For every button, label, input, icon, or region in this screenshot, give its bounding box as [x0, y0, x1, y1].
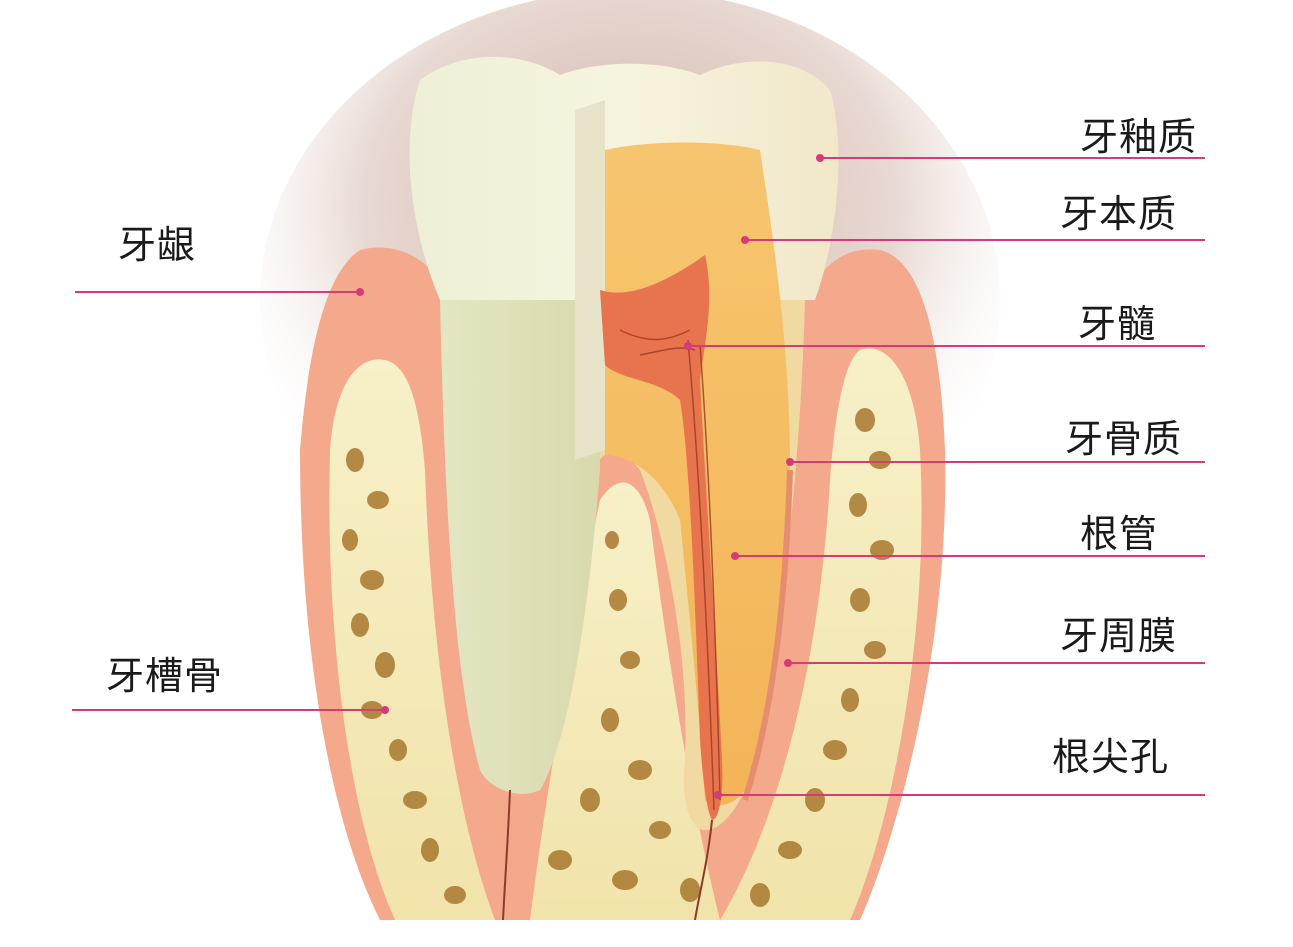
cut-face — [575, 100, 605, 460]
label-gum: 牙龈 — [118, 226, 196, 264]
label-apical-foramen: 根尖孔 — [1052, 738, 1169, 776]
label-pulp: 牙髓 — [1078, 305, 1156, 343]
label-enamel: 牙釉质 — [1080, 118, 1197, 156]
label-cementum: 牙骨质 — [1065, 420, 1182, 458]
label-root-canal: 根管 — [1080, 515, 1158, 553]
label-periodontal-membrane: 牙周膜 — [1060, 617, 1177, 655]
label-dentin: 牙本质 — [1060, 195, 1177, 233]
label-alveolar-bone: 牙槽骨 — [106, 657, 223, 695]
